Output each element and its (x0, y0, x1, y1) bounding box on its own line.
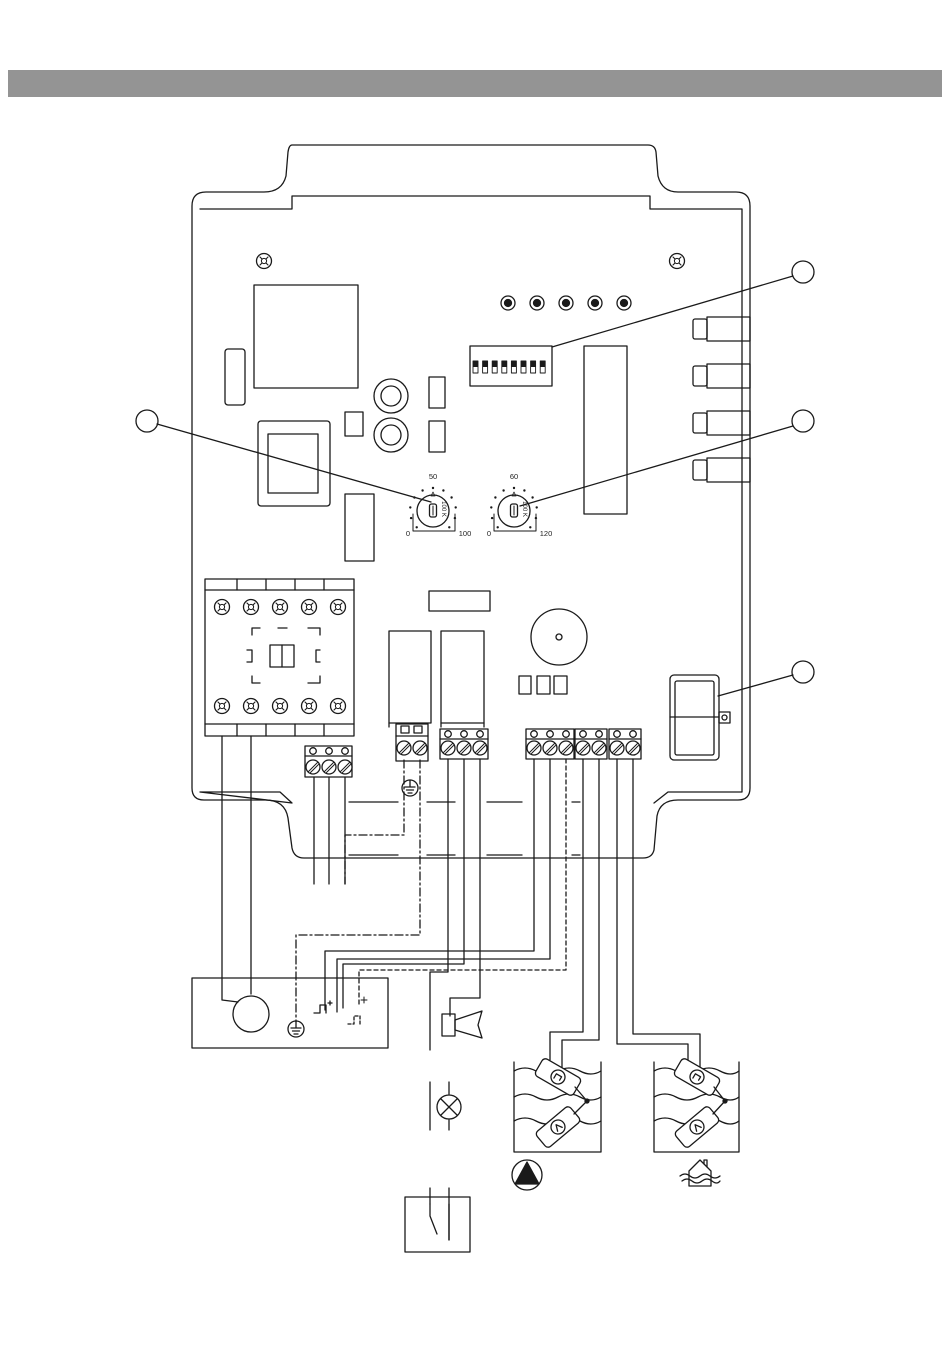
capacitor-icon (374, 379, 408, 413)
dial-label-max: 120 (540, 529, 553, 538)
led-icon (559, 296, 573, 310)
dial-tick (442, 489, 444, 491)
plug-in-module (584, 346, 627, 514)
dip-switch-knob (511, 361, 516, 367)
dial-tick (416, 526, 418, 528)
terminal-block-2 (575, 729, 607, 759)
component (345, 412, 363, 436)
float-switch-icon (534, 1057, 582, 1096)
component (345, 494, 374, 561)
dial-unit: 100 K (440, 501, 446, 517)
dip-switch-knob (540, 361, 545, 367)
dial-tick (448, 526, 450, 528)
capacitor-icon (374, 418, 408, 452)
dip-switch-knob (521, 361, 526, 367)
led-icon (530, 296, 544, 310)
dial-tick (432, 487, 434, 489)
float-switch-icon (673, 1057, 721, 1096)
tank-flood (654, 1057, 739, 1186)
component (429, 591, 490, 611)
dial-tick (450, 496, 452, 498)
dip-switch-knob (502, 361, 507, 367)
wiring (222, 736, 700, 1240)
dial-tick (531, 496, 533, 498)
dial-tick (523, 489, 525, 491)
contactor (205, 579, 354, 736)
pump-icon (512, 1160, 542, 1190)
dial-label-min: 0 (487, 529, 491, 538)
dial-tick (513, 487, 515, 489)
potentiometer-right: 60 0 120 100 K (487, 472, 552, 538)
dial-tick (536, 506, 538, 508)
dial-tick (502, 489, 504, 491)
callout-3 (520, 410, 814, 506)
terminal-block-3 (305, 746, 352, 777)
component (429, 377, 445, 408)
dial-tick (497, 526, 499, 528)
dial-label-min: 0 (406, 529, 410, 538)
flood-house-icon (680, 1160, 720, 1186)
main-switch (670, 675, 730, 760)
ground-icon (288, 1021, 304, 1037)
led-icon (617, 296, 631, 310)
led-row (501, 296, 631, 310)
thermal-contact-icon (314, 1001, 332, 1013)
dip-switch-icon (470, 346, 552, 386)
dial-tick (491, 517, 493, 519)
dip-switch-knob (483, 361, 488, 367)
potentiometer-left: 50 0 100 100 K (406, 472, 471, 538)
horn-icon (442, 1011, 482, 1038)
dial-tick (410, 517, 412, 519)
dip-switch-knob (473, 361, 478, 367)
callout-4 (718, 661, 814, 696)
led-icon (501, 296, 515, 310)
dial-label-max: 100 (459, 529, 472, 538)
component (554, 676, 567, 694)
buzzer-icon (531, 609, 587, 665)
terminal-block-ground (396, 724, 428, 761)
switch-icon (405, 1197, 470, 1252)
float-switch-icon (535, 1105, 582, 1149)
fuse-holder (225, 349, 245, 405)
component (519, 676, 531, 694)
dip-switch-knob (492, 361, 497, 367)
terminal-block-2 (609, 729, 641, 759)
dip-switch-knob (531, 361, 536, 367)
dial-label-mid: 50 (429, 472, 437, 481)
dial-label-mid: 60 (510, 472, 518, 481)
transformer-block (254, 285, 358, 388)
dial-unit: 100 K (521, 501, 527, 517)
tank-pump (512, 1057, 601, 1190)
dial-tick (529, 526, 531, 528)
component (537, 676, 550, 694)
lamp-icon (437, 1095, 461, 1119)
relay-pair (389, 631, 484, 727)
component (429, 421, 445, 452)
dial-tick (490, 506, 492, 508)
mounting-screw-icon (257, 254, 272, 269)
motor-icon (233, 996, 269, 1032)
dial-tick (455, 506, 457, 508)
led-icon (588, 296, 602, 310)
dial-tick (494, 496, 496, 498)
float-switch-icon (674, 1105, 721, 1149)
thermal-contact-icon (348, 1016, 360, 1024)
dial-tick (409, 506, 411, 508)
dial-tick (421, 489, 423, 491)
mounting-screw-icon (670, 254, 685, 269)
callout-2 (136, 410, 431, 502)
terminal-block-3 (526, 729, 574, 759)
terminal-block-3 (440, 729, 488, 759)
